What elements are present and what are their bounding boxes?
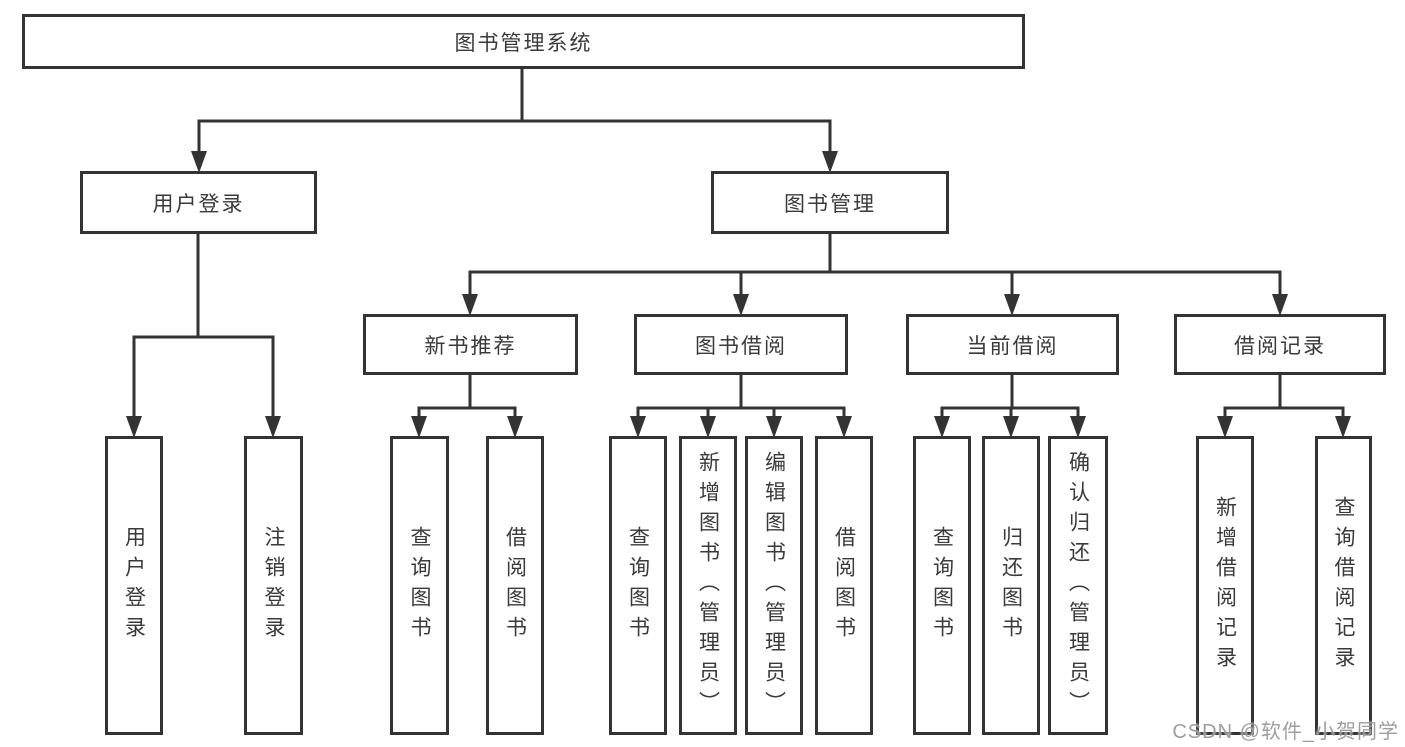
arrowhead-down-icon xyxy=(191,151,207,173)
connector-book-borrow-to-leaves xyxy=(630,373,852,438)
arrowhead-down-icon xyxy=(1003,416,1019,438)
connector-root-to-level2 xyxy=(191,67,838,173)
leaf-borrow-books: 借阅图书 xyxy=(486,436,544,735)
leaf-query-books: 查询图书 xyxy=(609,436,667,735)
leaf-add-books-admin: 新增图书（管理员） xyxy=(679,436,737,735)
leaf-confirm-return-admin: 确认归还（管理员） xyxy=(1048,436,1108,735)
connector-book-mgmt-to-level3 xyxy=(462,232,1288,316)
arrowhead-down-icon xyxy=(630,416,646,438)
arrowhead-down-icon xyxy=(1335,416,1351,438)
arrowhead-down-icon xyxy=(836,416,852,438)
connector-user-login-to-leaves xyxy=(126,232,281,438)
leaf-query-borrow-record: 查询借阅记录 xyxy=(1315,436,1372,735)
leaf-logout: 注销登录 xyxy=(244,436,303,735)
arrowhead-down-icon xyxy=(1217,416,1233,438)
leaf-borrow-books: 借阅图书 xyxy=(815,436,873,735)
node-new-book-recommendation: 新书推荐 xyxy=(363,314,578,375)
arrowhead-down-icon xyxy=(1070,416,1086,438)
arrowhead-down-icon xyxy=(265,416,281,438)
arrowhead-down-icon xyxy=(462,294,478,316)
arrowhead-down-icon xyxy=(934,416,950,438)
arrowhead-down-icon xyxy=(1272,294,1288,316)
arrowhead-down-icon xyxy=(126,416,142,438)
leaf-query-books: 查询图书 xyxy=(913,436,971,735)
arrowhead-down-icon xyxy=(1004,294,1020,316)
leaf-query-books: 查询图书 xyxy=(390,436,449,735)
arrowhead-down-icon xyxy=(822,151,838,173)
connector-new-book-to-leaves xyxy=(411,373,523,438)
arrowhead-down-icon xyxy=(733,294,749,316)
node-borrowing-records: 借阅记录 xyxy=(1174,314,1386,375)
arrowhead-down-icon xyxy=(411,416,427,438)
node-user-login: 用户登录 xyxy=(80,171,317,234)
connector-current-borrow-to-leaves xyxy=(934,373,1086,438)
node-book-borrowing: 图书借阅 xyxy=(634,314,848,375)
node-current-borrowing: 当前借阅 xyxy=(906,314,1119,375)
connector-records-to-leaves xyxy=(1217,373,1351,438)
csdn-watermark: CSDN @软件_小贺同学 xyxy=(1172,721,1399,743)
leaf-add-borrow-record: 新增借阅记录 xyxy=(1196,436,1254,735)
arrowhead-down-icon xyxy=(507,416,523,438)
leaf-return-books: 归还图书 xyxy=(982,436,1040,735)
leaf-user-login: 用户登录 xyxy=(105,436,163,735)
node-book-management: 图书管理 xyxy=(711,171,949,234)
node-library-management-system: 图书管理系统 xyxy=(22,14,1025,69)
arrowhead-down-icon xyxy=(700,416,716,438)
leaf-edit-books-admin: 编辑图书（管理员） xyxy=(745,436,803,735)
arrowhead-down-icon xyxy=(766,416,782,438)
